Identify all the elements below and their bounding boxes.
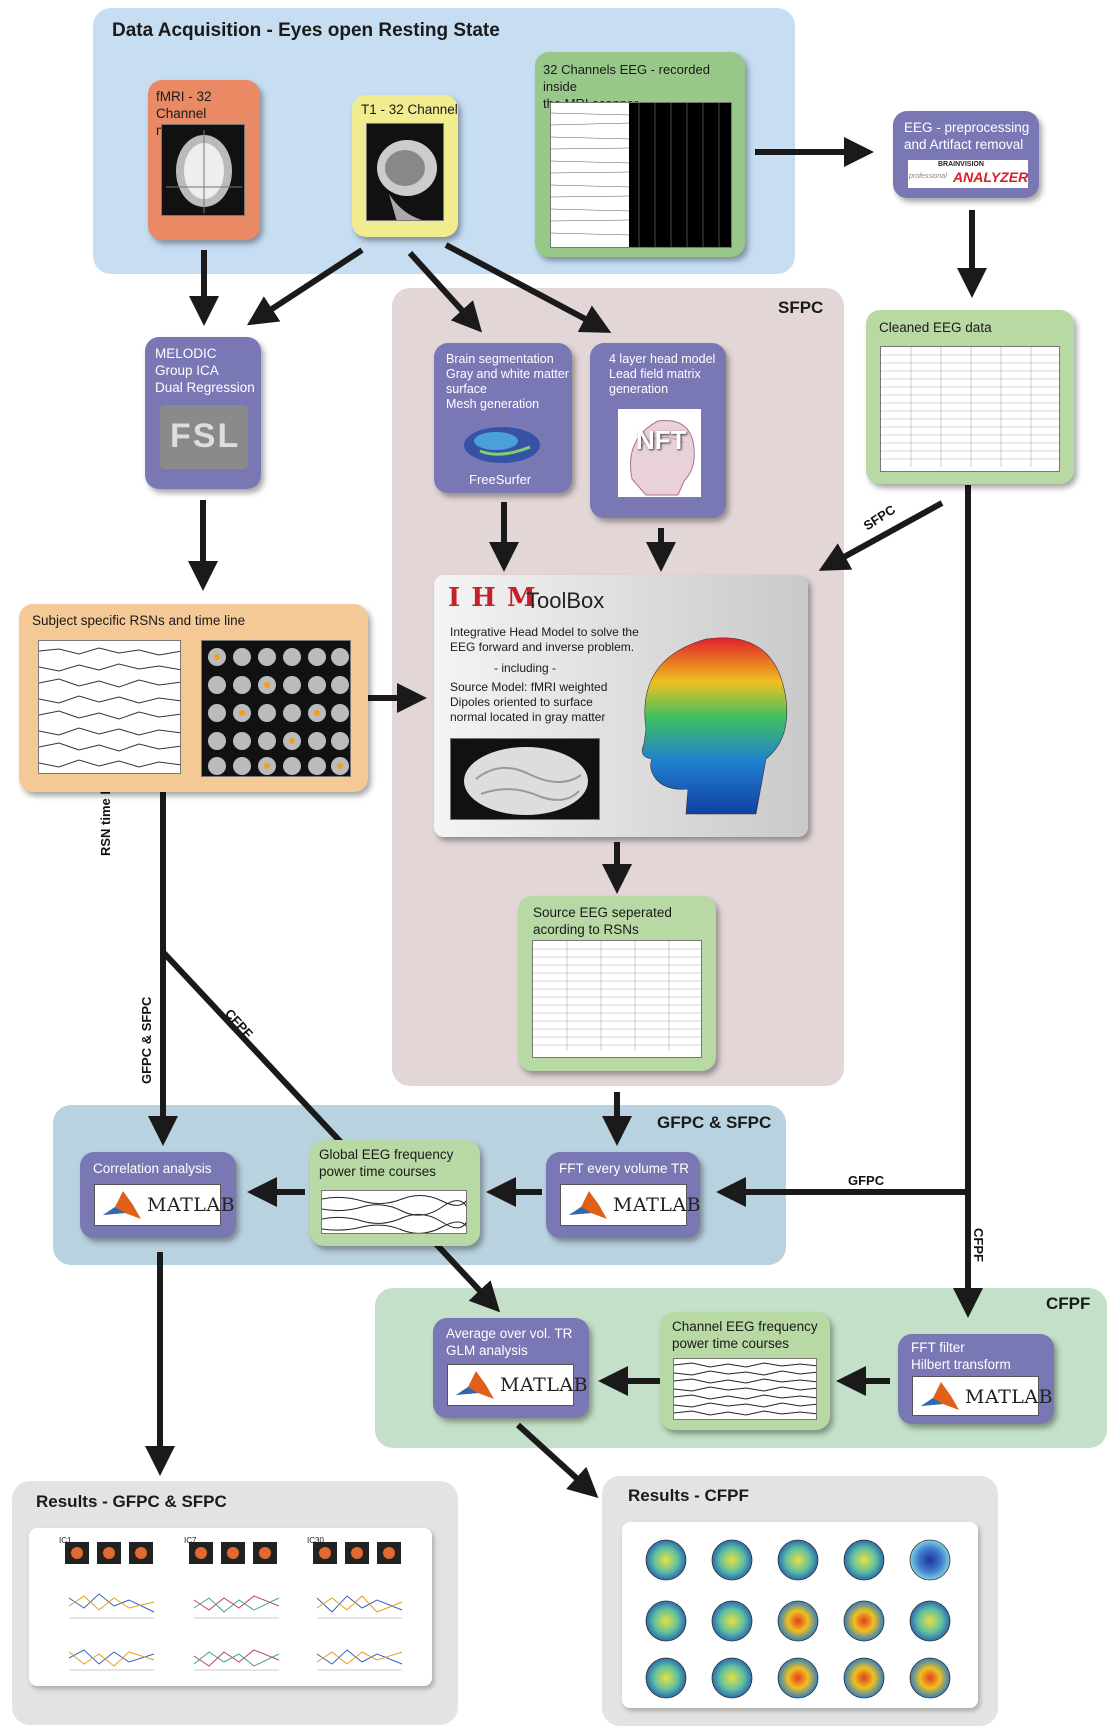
- nft-head-image: NFT: [618, 409, 701, 497]
- global-eeg-label: Global EEG frequency power time courses: [319, 1147, 454, 1179]
- matlab-logo-hilbert: MATLAB: [912, 1376, 1053, 1416]
- fft-hilbert-node: FFT filter Hilbert transform MATLAB: [898, 1334, 1054, 1424]
- ihm-including: - including -: [494, 661, 557, 675]
- preproc-label: EEG - preprocessing and Artifact removal: [904, 120, 1030, 152]
- source-eeg-node: Source EEG seperated acording to RSNs: [518, 896, 716, 1071]
- subject-rsn-label: Subject specific RSNs and time line: [32, 613, 246, 628]
- arrow-t1-melodic: [246, 247, 364, 326]
- results-gfpc-plots: [65, 1542, 403, 1671]
- average-glm-node: Average over vol. TR GLM analysis MATLAB: [433, 1318, 589, 1418]
- matlab-logo-average: MATLAB: [447, 1364, 588, 1406]
- label-cfpf-vertical: CFPF: [971, 1228, 986, 1262]
- fmri-node: fMRI - 32 Channel multi echo: [148, 80, 260, 240]
- global-eeg-node: Global EEG frequency power time courses: [310, 1140, 480, 1246]
- fsl-logo: FSL: [160, 405, 248, 469]
- freesurfer-brain-icon: [464, 427, 540, 463]
- result-ic-label-2: IC7: [184, 1536, 197, 1545]
- analyzer-text: ANALYZER: [953, 169, 1029, 185]
- preproc-node: EEG - preprocessing and Artifact removal…: [893, 111, 1039, 198]
- eeg32-node: 32 Channels EEG - recorded inside the MR…: [535, 52, 745, 257]
- channel-eeg-image: [673, 1358, 817, 1420]
- arrow-t1-headmodel: [444, 242, 612, 333]
- brainvision-sub: professional: [909, 173, 947, 180]
- matlab-text: MATLAB: [965, 1386, 1054, 1408]
- brainvision-text: BRAINVISION: [938, 161, 984, 168]
- cleaned-eeg-image: [880, 346, 1060, 472]
- channel-eeg-node: Channel EEG frequency power time courses: [660, 1312, 830, 1430]
- t1-brain-image: [366, 123, 444, 221]
- correlation-node: Correlation analysis MATLAB: [80, 1152, 236, 1238]
- brainseg-node: Brain segmentation Gray and white matter…: [434, 343, 572, 493]
- matlab-membrane-icon: [569, 1191, 607, 1219]
- ihm-toolbox-node: I H M ToolBox Integrative Head Model to …: [434, 575, 808, 837]
- nft-text: NFT: [636, 425, 687, 455]
- subject-rsn-node: Subject specific RSNs and time line: [19, 604, 368, 792]
- cleaned-eeg-node: Cleaned EEG data: [866, 310, 1074, 484]
- label-gfpc-sfpc-arrow: GFPC & SFPC: [139, 996, 154, 1084]
- ihm-letters: I H M: [448, 583, 537, 613]
- ihm-head-mesh-image: [641, 637, 788, 815]
- arrow-rsn-average: [160, 949, 501, 1313]
- gfpc-sfpc-title: GFPC & SFPC: [657, 1113, 772, 1132]
- fft-tr-node: FFT every volume TR MATLAB: [546, 1152, 701, 1238]
- rsn-time-lines-image: [38, 640, 181, 774]
- sfpc-title: SFPC: [778, 298, 824, 317]
- headmodel-label: 4 layer head model Lead field matrix gen…: [609, 352, 716, 396]
- label-gfpc-arrow: GFPC: [848, 1173, 885, 1188]
- ihm-description-1: Integrative Head Model to solve the EEG …: [450, 625, 639, 654]
- average-glm-label: Average over vol. TR GLM analysis: [446, 1326, 573, 1358]
- ihm-cortex-image: [450, 738, 600, 820]
- channel-eeg-label: Channel EEG frequency power time courses: [672, 1319, 818, 1351]
- ihm-description-2: Source Model: fMRI weighted Dipoles orie…: [450, 680, 608, 724]
- t1-node: T1 - 32 Channel: [352, 95, 458, 237]
- arrow-cleaned-ihm: [818, 500, 944, 571]
- result-ic-label-1: IC1: [59, 1536, 72, 1545]
- brainseg-label: Brain segmentation Gray and white matter…: [446, 352, 569, 411]
- brainvision-analyzer-logo: BRAINVISION professional ANALYZER: [908, 160, 1028, 188]
- source-eeg-image: [532, 940, 702, 1058]
- matlab-logo-correlation: MATLAB: [94, 1184, 235, 1226]
- matlab-text: MATLAB: [147, 1194, 236, 1216]
- arrow-average-results: [515, 1422, 599, 1499]
- matlab-logo-fft-tr: MATLAB: [560, 1184, 701, 1226]
- global-eeg-image: [321, 1190, 467, 1234]
- melodic-label: MELODIC Group ICA Dual Regression: [155, 346, 255, 395]
- results-cfpf-title: Results - CFPF: [628, 1486, 749, 1505]
- results-gfpc-panel: IC1 IC7 IC30: [29, 1528, 432, 1686]
- results-cfpf-panel: [622, 1522, 978, 1708]
- matlab-membrane-icon: [103, 1191, 141, 1219]
- result-ic-label-3: IC30: [307, 1536, 324, 1545]
- fsl-text: FSL: [170, 417, 241, 455]
- arrow-t1-brainseg: [407, 250, 483, 333]
- matlab-text: MATLAB: [613, 1194, 702, 1216]
- headmodel-node: 4 layer head model Lead field matrix gen…: [590, 343, 726, 518]
- melodic-node: MELODIC Group ICA Dual Regression FSL: [145, 337, 261, 489]
- matlab-membrane-icon: [921, 1382, 959, 1410]
- correlation-label: Correlation analysis: [93, 1161, 212, 1176]
- fft-tr-label: FFT every volume TR: [559, 1161, 690, 1176]
- freesurfer-label: FreeSurfer: [469, 472, 532, 487]
- data-acquisition-title: Data Acquisition - Eyes open Resting Sta…: [112, 20, 500, 41]
- matlab-membrane-icon: [456, 1371, 494, 1399]
- t1-label: T1 - 32 Channel: [361, 102, 458, 117]
- rsn-brain-maps-image: [201, 640, 351, 777]
- eeg32-signal-image: [550, 102, 732, 248]
- results-cfpf-topomaps: [645, 1539, 951, 1699]
- fmri-brain-image: [161, 124, 245, 216]
- cleaned-eeg-label: Cleaned EEG data: [879, 320, 992, 335]
- results-gfpc-title: Results - GFPC & SFPC: [36, 1492, 227, 1511]
- ihm-toolbox-title: ToolBox: [526, 588, 605, 613]
- source-eeg-label: Source EEG seperated acording to RSNs: [533, 905, 672, 937]
- fft-hilbert-label: FFT filter Hilbert transform: [911, 1340, 1011, 1372]
- matlab-text: MATLAB: [500, 1374, 589, 1396]
- cfpf-title: CFPF: [1046, 1294, 1091, 1313]
